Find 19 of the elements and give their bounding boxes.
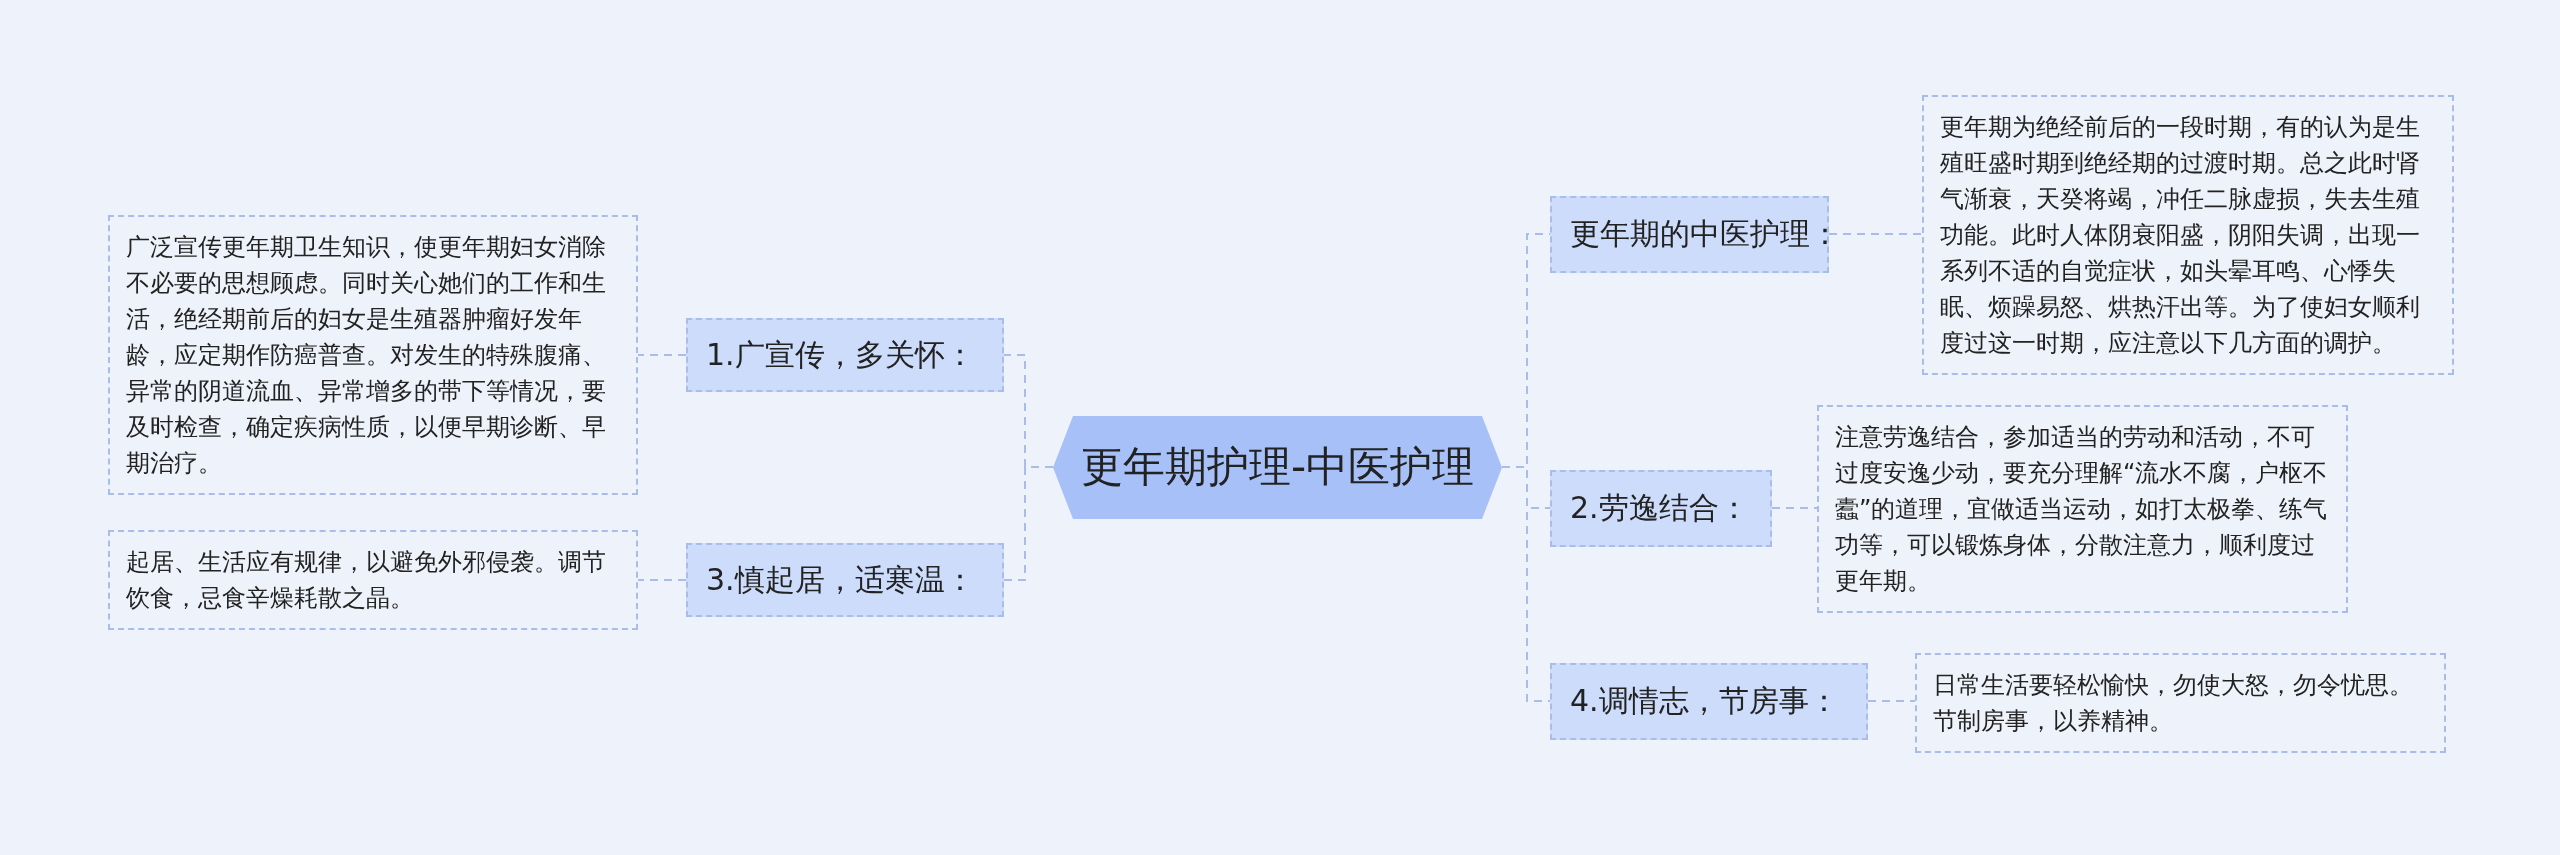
- branch-box: 更年期的中医护理：: [1550, 195, 1829, 273]
- connector-line: [1501, 466, 1551, 702]
- branch-box: 3.慎起居，适寒温：: [686, 543, 1004, 617]
- note-box: 注意劳逸结合，参加适当的劳动和活动，不可过度安逸少动，要充分理解“流水不腐，户枢不蠹”的道理，宜做适当运动，如打太极拳、练气功等，可以锻炼身体，分散注意力，顺利度过更年期。: [1817, 405, 2348, 613]
- connector-line: [1867, 700, 1916, 702]
- branch-box: 2.劳逸结合：: [1550, 469, 1772, 547]
- note-box: 日常生活要轻松愉快，勿使大怒，勿令忧思。节制房事，以养精神。: [1915, 653, 2446, 753]
- connector-line: [637, 579, 687, 581]
- central-topic-hexagon: [1053, 415, 1502, 519]
- note-box: 更年期为绝经前后的一段时期，有的认为是生殖旺盛时期到绝经期的过渡时期。总之此时肾气渐衰，天癸将竭，冲任二脉虚损，失去生殖功能。此时人体阴衰阳盛，阴阳失调，出现一系列不适的自觉症状，如头晕耳鸣、心悸失眠、烦躁易怒、烘热汗出等。为了使妇女顺利度过这一时期，应注意以下几方面的调护。: [1922, 95, 2454, 375]
- connector-line: [1771, 507, 1818, 509]
- note-box: 广泛宣传更年期卫生知识，使更年期妇女消除不必要的思想顾虑。同时关心她们的工作和生活，绝经期前后的妇女是生殖器肿瘤好发年龄，应定期作防癌普查。对发生的特殊腹痛、异常的阴道流血、异常增多的带下等情况，要及时检查，确定疾病性质，以便早期诊断、早期治疗。: [108, 215, 638, 495]
- connector-line: [1828, 233, 1923, 235]
- connector-line: [637, 354, 687, 356]
- connector-line: [1003, 466, 1054, 581]
- note-box: 起居、生活应有规律，以避免外邪侵袭。调节饮食，忌食辛燥耗散之晶。: [108, 530, 638, 630]
- branch-box: 4.调情志，节房事：: [1550, 662, 1868, 740]
- branch-box: 1.广宣传，多关怀：: [686, 318, 1004, 392]
- topic-title: 更年期护理-中医护理: [1080, 441, 1475, 493]
